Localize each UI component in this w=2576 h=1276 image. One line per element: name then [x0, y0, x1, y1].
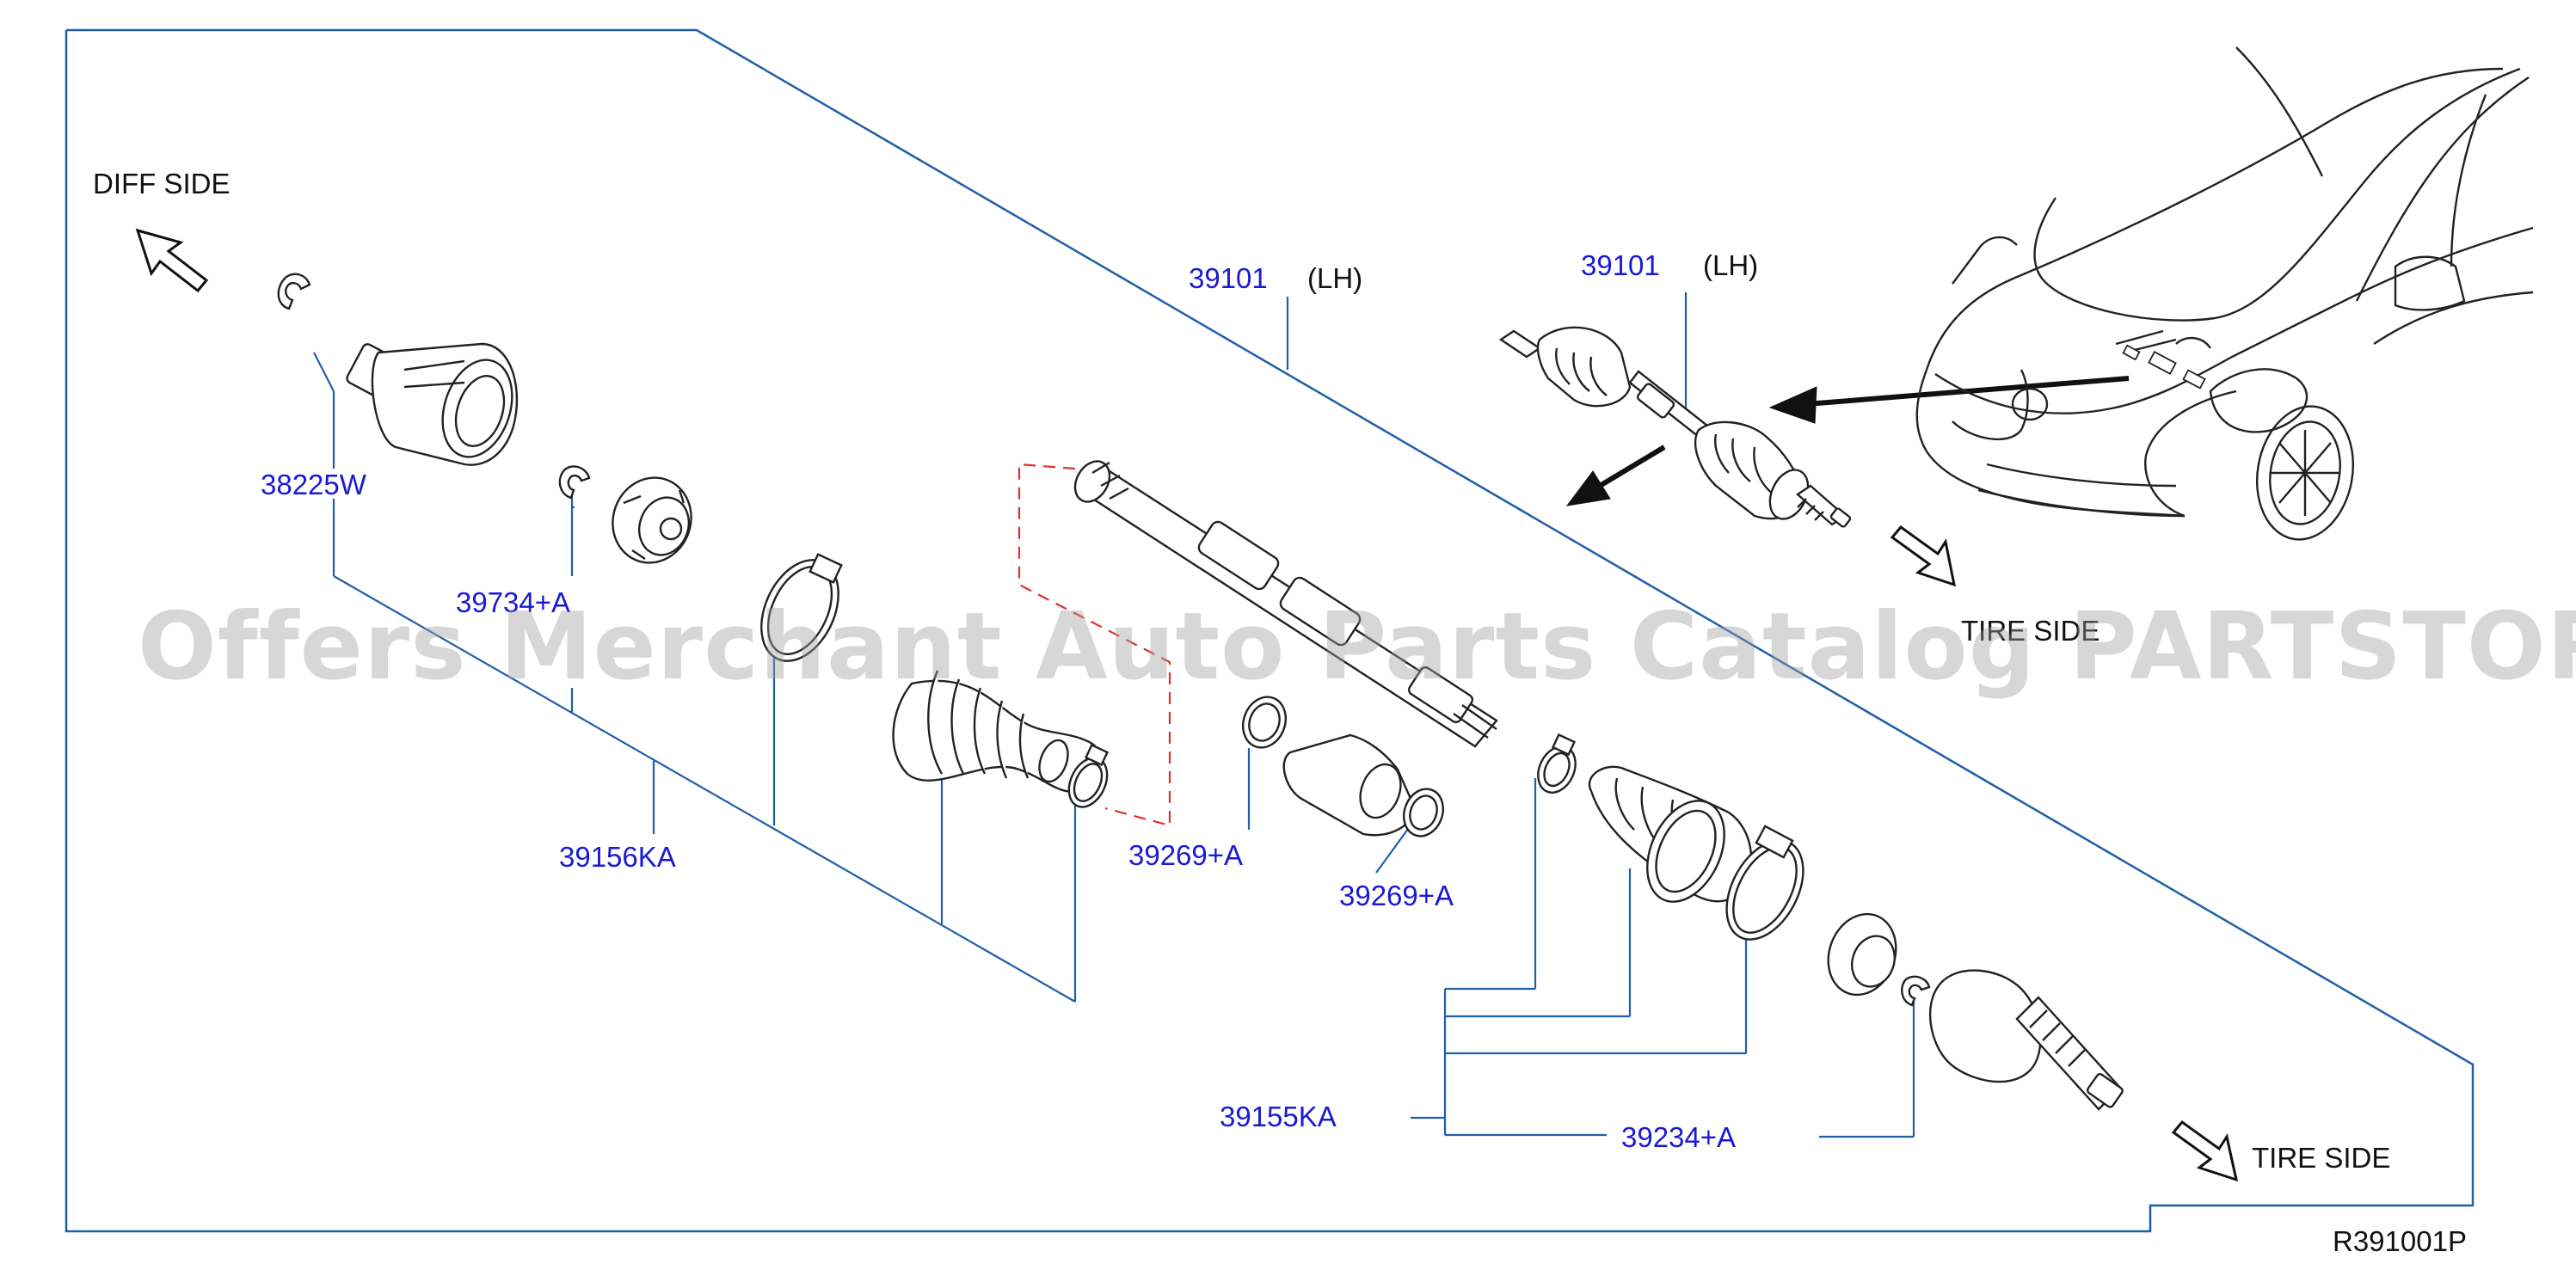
watermark-text: Offers Merchant Auto Parts Catalog PARTS…	[138, 593, 2576, 701]
tire-side-upper-label: TIRE SIDE	[1961, 615, 2100, 647]
tripod-and-ring	[558, 465, 692, 564]
part-39269-A-2[interactable]: 39269+A	[1339, 880, 1454, 911]
part-39734-A[interactable]: 39734+A	[456, 586, 570, 618]
outer-boot-assembly	[1537, 733, 1804, 941]
arrow-down-right-icon	[1890, 525, 1956, 587]
diagram-code: R391001P	[2333, 1225, 2467, 1257]
lh-inset-label: (LH)	[1703, 249, 1758, 281]
part-39101-main[interactable]: 39101	[1189, 262, 1268, 294]
part-38225W[interactable]: 38225W	[261, 469, 367, 500]
shaft-dashed-outline	[1017, 463, 1171, 827]
damper-assembly	[1242, 696, 1444, 837]
axle-assembly-inset	[1498, 326, 1852, 528]
tire-side-lower-label: TIRE SIDE	[2252, 1142, 2390, 1174]
diff-side-label: DIFF SIDE	[93, 168, 231, 199]
leader-lines	[313, 292, 1915, 1138]
arrow-up-left-icon	[135, 228, 209, 293]
inner-boot	[892, 670, 1101, 793]
outer-joint	[1827, 912, 2124, 1111]
diagram-frame	[65, 28, 2475, 1233]
part-39156KA[interactable]: 39156KA	[559, 841, 676, 873]
inner-joint	[277, 273, 519, 466]
vehicle-outline	[1915, 46, 2534, 541]
part-39269-A-1[interactable]: 39269+A	[1128, 839, 1243, 871]
boot-band-small	[1067, 743, 1110, 808]
arrow-down-right-icon	[2171, 1120, 2239, 1182]
vehicle-axle-mini	[2122, 344, 2206, 390]
part-39234-A[interactable]: 39234+A	[1621, 1121, 1736, 1153]
drive-shaft	[1073, 460, 1498, 748]
part-39101-inset[interactable]: 39101	[1581, 249, 1660, 281]
lh-main-label: (LH)	[1307, 262, 1362, 294]
boot-band-large	[760, 553, 843, 662]
part-39155KA[interactable]: 39155KA	[1220, 1101, 1337, 1132]
